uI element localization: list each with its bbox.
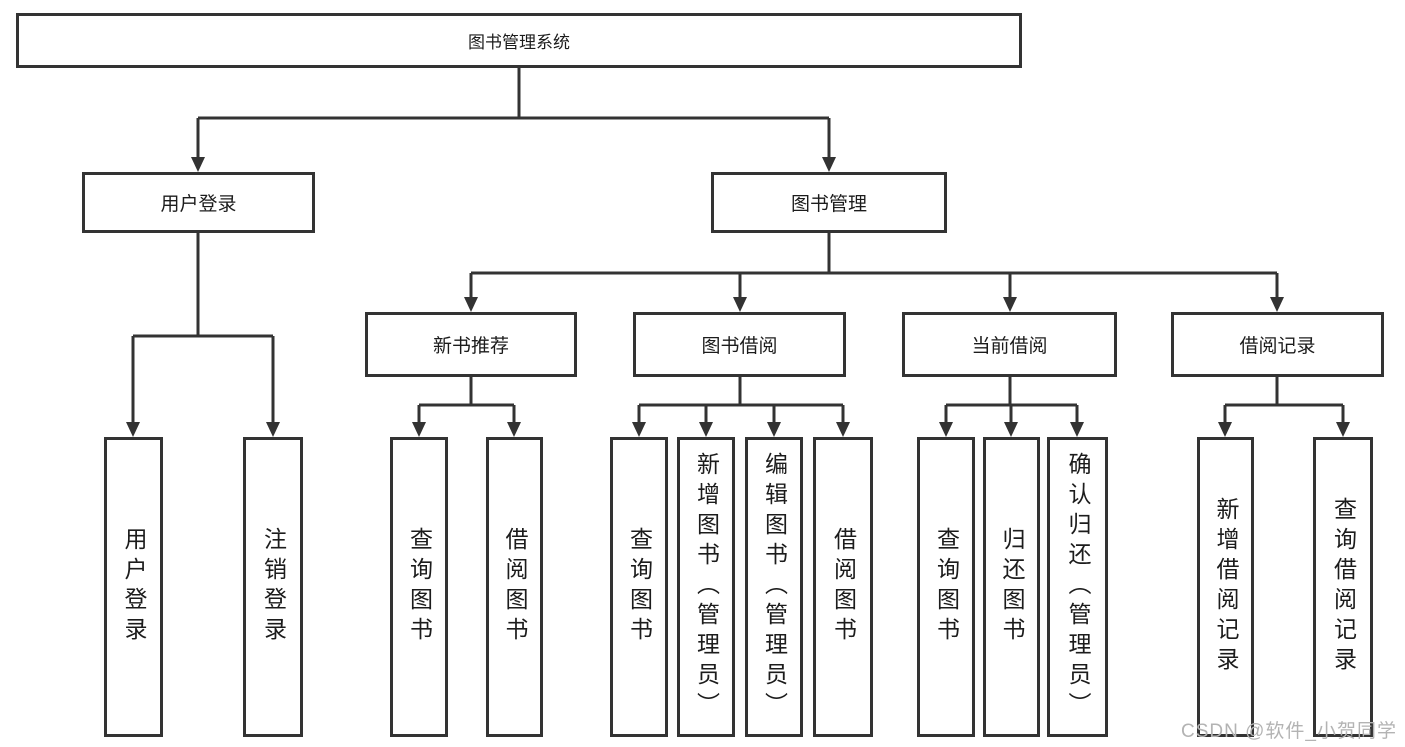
leaf-logout: 注销登录 xyxy=(243,437,303,737)
node-label: 当前借阅 xyxy=(971,336,1048,357)
node-label: 注销登录 xyxy=(260,527,287,647)
node-label: 用户登录 xyxy=(160,194,237,215)
node-label: 查询图书 xyxy=(933,527,960,647)
leaf-add-books-admin: 新增图书（管理员） xyxy=(677,437,735,737)
node-label: 图书管理系统 xyxy=(468,33,570,52)
node-label: 查询图书 xyxy=(626,527,653,647)
node-label: 新书推荐 xyxy=(432,336,509,357)
leaf-query-books-recommend: 查询图书 xyxy=(390,437,448,737)
node-label: 确认归还（管理员） xyxy=(1065,452,1091,722)
node-label: 图书借阅 xyxy=(701,336,778,357)
csdn-watermark: CSDN @软件_小贺同学 xyxy=(1181,721,1397,742)
leaf-return-books: 归还图书 xyxy=(983,437,1040,737)
leaf-query-borrow-record: 查询借阅记录 xyxy=(1313,437,1373,737)
node-current-borrowing: 当前借阅 xyxy=(902,312,1117,377)
node-label: 用户登录 xyxy=(121,527,147,647)
leaf-query-books-current: 查询图书 xyxy=(917,437,975,737)
node-label: 新增借阅记录 xyxy=(1213,497,1239,677)
leaf-add-borrow-record: 新增借阅记录 xyxy=(1197,437,1254,737)
leaf-borrow-books-borrowing: 借阅图书 xyxy=(813,437,873,737)
node-label: 图书管理 xyxy=(790,194,867,215)
arrowheads xyxy=(126,157,1350,437)
node-borrowing-records: 借阅记录 xyxy=(1171,312,1384,377)
node-label: 归还图书 xyxy=(999,527,1025,647)
node-book-borrowing: 图书借阅 xyxy=(633,312,846,377)
node-root-system: 图书管理系统 xyxy=(16,13,1022,68)
leaf-borrow-books-recommend: 借阅图书 xyxy=(486,437,543,737)
node-book-management: 图书管理 xyxy=(711,172,947,233)
node-label: 借阅图书 xyxy=(502,527,528,647)
node-new-book-recommendation: 新书推荐 xyxy=(365,312,577,377)
node-label: 编辑图书（管理员） xyxy=(761,452,788,722)
leaf-user-login: 用户登录 xyxy=(104,437,163,737)
node-label: 查询借阅记录 xyxy=(1330,497,1357,677)
node-user-login: 用户登录 xyxy=(82,172,315,233)
leaf-query-books-borrowing: 查询图书 xyxy=(610,437,668,737)
leaf-confirm-return-admin: 确认归还（管理员） xyxy=(1047,437,1108,737)
node-label: 查询图书 xyxy=(406,527,433,647)
leaf-edit-books-admin: 编辑图书（管理员） xyxy=(745,437,803,737)
node-label: 新增图书（管理员） xyxy=(693,452,720,722)
node-label: 借阅记录 xyxy=(1239,336,1316,357)
node-label: 借阅图书 xyxy=(830,527,857,647)
